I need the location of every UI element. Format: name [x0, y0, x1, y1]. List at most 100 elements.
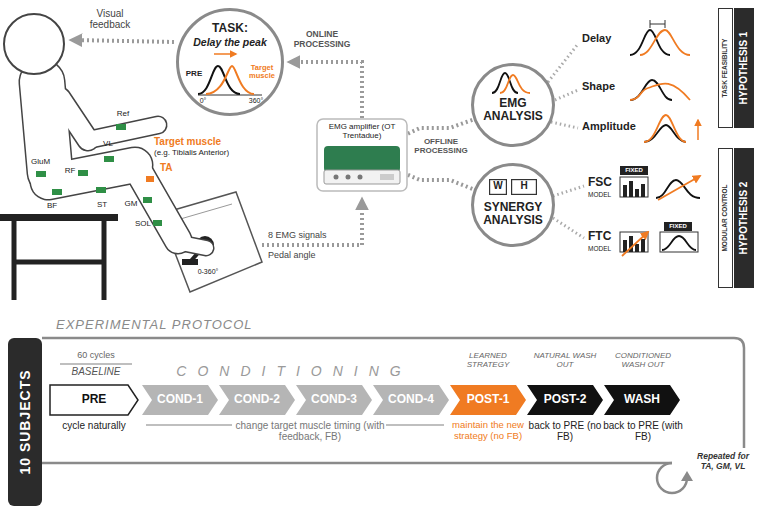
signal-arrows [262, 202, 362, 245]
task-circle-text: TASK: [184, 22, 276, 36]
phase-chevron-text: WASH [624, 393, 660, 407]
model-label: MODEL [588, 191, 618, 198]
signal-label: Pedal angle [268, 250, 348, 260]
delay-icon [630, 20, 690, 55]
phase-chevron-text: COND-3 [311, 393, 357, 407]
processing-connector [408, 119, 474, 133]
subject-body [48, 165, 135, 182]
analysis-label: Delay [582, 32, 626, 44]
delay-icon [640, 30, 690, 55]
subject-body [135, 165, 178, 240]
amplitude-icon [697, 120, 699, 140]
analysis-label: Amplitude [582, 120, 642, 132]
amplitude-icon [644, 115, 698, 142]
model-label: FTC [588, 230, 618, 243]
phase-chevron: COND-1 [142, 385, 218, 415]
task-plot [206, 66, 254, 94]
delay-icon [630, 30, 670, 55]
analysis-circle-text: EMG ANALYSIS [475, 97, 551, 122]
electrode-label: VL [100, 140, 116, 149]
hypothesis-band-text: HYPOTHESIS 2 [738, 182, 750, 255]
fixed-tag: FIXED [664, 223, 692, 230]
signal-arrows [74, 40, 174, 42]
electrodes [104, 156, 114, 162]
analysis-label: Shape [582, 80, 626, 92]
matrix-box-text: W [489, 180, 507, 192]
leader-lines [555, 90, 578, 100]
ftc-icon [660, 232, 698, 252]
subject-body [4, 14, 64, 74]
phase-heading: NATURAL WASH OUT [527, 352, 603, 370]
phase-heading: BASELINE [55, 366, 137, 377]
analysis-circle: SYNERGY ANALYSIS WH [471, 163, 555, 247]
analysis-circle: EMG ANALYSIS [471, 63, 555, 147]
shape-icon [630, 83, 690, 100]
protocol-panel: EXPERIMENTAL PROTOCOL 10 SUBJECTS PRE COND-… [8, 318, 750, 508]
protocol-rules [60, 363, 132, 365]
processing-connector [408, 175, 474, 190]
leader-lines [548, 44, 578, 82]
target-label: Target muscle [154, 136, 250, 147]
phase-chevron-text: POST-1 [467, 393, 510, 407]
phase-chevron-text: COND-2 [234, 393, 280, 407]
subject-body [176, 242, 206, 248]
matrix-box: W [489, 179, 507, 195]
matrix-box: H [511, 179, 537, 195]
axis-label: 0° [197, 97, 209, 105]
phase-heading: LEARNED STRATEGY [450, 352, 526, 370]
phase-chevron: POST-2 [527, 385, 603, 415]
hypothesis-band-text: MODULAR CONTROL [721, 184, 728, 251]
ftc-icon [623, 240, 627, 252]
electrode-label: BF [44, 202, 60, 211]
delay-icon [650, 20, 665, 28]
chair [14, 221, 104, 300]
electrodes [153, 220, 162, 226]
subject-body [135, 165, 178, 240]
protocol-panel-text: EXPERIMENTAL PROTOCOL [56, 318, 750, 333]
subject-body [88, 125, 158, 140]
electrode-label: ST [94, 201, 110, 210]
phase-chevron: PRE [50, 385, 138, 415]
phase-chevron: WASH [604, 385, 680, 415]
amplifier-box-text: EMG amplifier (OT Trentadue) [322, 122, 402, 140]
ftc-icon [620, 222, 698, 256]
electrodes [36, 171, 46, 177]
electrodes [96, 187, 106, 193]
leader-lines [551, 122, 578, 128]
amplitude-icon [644, 115, 686, 142]
ergometer [182, 259, 198, 265]
phase-chevron: COND-2 [219, 385, 295, 415]
task-plot [198, 66, 240, 94]
emg-icon [500, 75, 530, 93]
ftc-icon [641, 239, 645, 252]
ftc-icon [662, 236, 696, 250]
phase-chevron-text: COND-4 [388, 393, 434, 407]
phase-note: cycle naturally [50, 420, 138, 431]
plot-label: Target muscle [246, 64, 278, 81]
fsc-icon [629, 181, 633, 197]
hypothesis-band: HYPOTHESIS 1TASK FEASIBILITY [718, 8, 754, 128]
processing-connector [292, 62, 362, 118]
subjects-band-text: 10 SUBJECTS [17, 369, 33, 474]
task-plot [214, 53, 236, 55]
subject-body [88, 125, 158, 140]
chair [0, 214, 118, 221]
fsc-icon [658, 176, 700, 200]
signal-label: 8 EMG signals [268, 230, 348, 240]
ftc-icon [664, 222, 692, 231]
phase-note: back to PRE (no FB) [527, 420, 603, 442]
target-note: (e.g. Tibialis Anterior) [154, 149, 264, 158]
hypothesis-band: HYPOTHESIS 2 MODULAR CONTROL [718, 148, 754, 288]
phase-chevron-text: POST-2 [544, 393, 587, 407]
phase-chevron-text: PRE [82, 393, 107, 407]
ftc-icon [622, 232, 648, 256]
fsc-icon [641, 184, 645, 197]
electrodes [36, 124, 162, 226]
model-label: FSC [588, 176, 618, 189]
electrode-label: SOL [133, 220, 153, 229]
fsc-icon [620, 177, 648, 197]
fsc-icon [623, 185, 627, 197]
leader-lines [553, 186, 584, 196]
analysis-circle-text: SYNERGY ANALYSIS [475, 201, 551, 226]
leader-lines [553, 218, 584, 238]
